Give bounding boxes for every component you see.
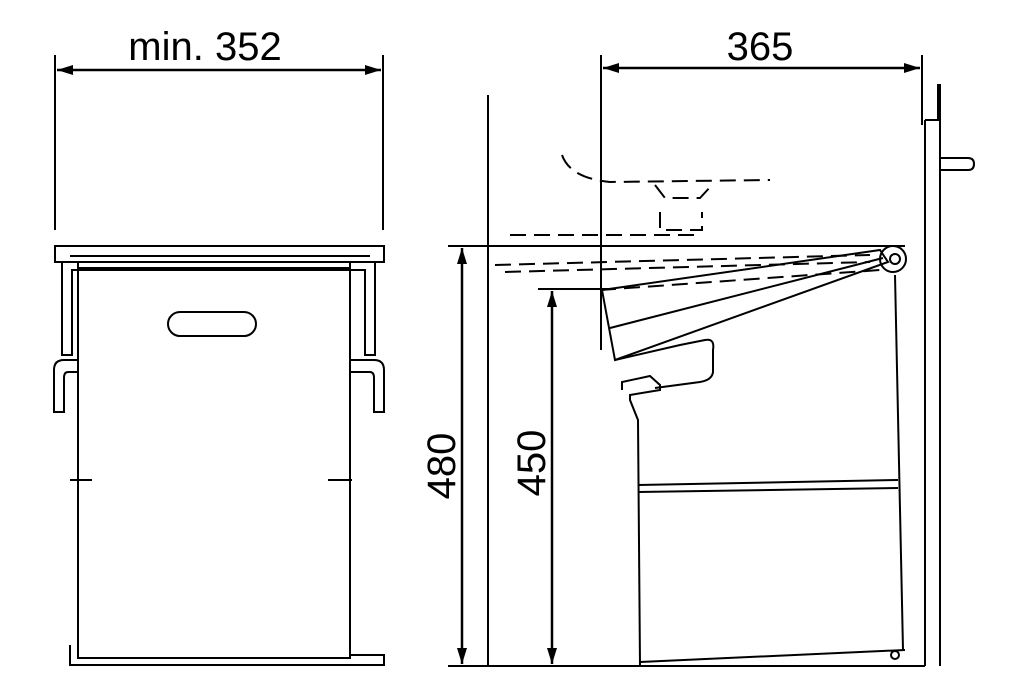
sink-trap — [659, 212, 703, 231]
lid-open-dashed-1 — [494, 254, 871, 266]
height-450-dimension — [538, 288, 610, 664]
bin-body-back — [894, 274, 904, 651]
bin-body-front — [621, 374, 661, 667]
side-depth-dimension — [600, 55, 923, 350]
bin-divider-1 — [637, 479, 899, 486]
label-side-depth: 365 — [727, 25, 794, 69]
lid-hinge-pin — [889, 253, 901, 265]
front-bracket-right — [350, 262, 376, 356]
sink-outline — [494, 154, 881, 291]
label-height-480: 480 — [420, 433, 464, 500]
front-view — [53, 55, 385, 666]
height-480-dimension — [448, 245, 905, 664]
side-view — [448, 55, 976, 667]
lid-open-dashed-2 — [504, 261, 871, 273]
lid-hinge — [879, 245, 907, 273]
bin-bottom — [639, 649, 906, 663]
front-bracket-left — [61, 262, 78, 356]
sink-drain — [654, 184, 713, 199]
sink-basin — [561, 154, 771, 184]
lid-inner-line — [609, 257, 884, 329]
front-handle-slot — [167, 311, 257, 337]
front-width-dimension — [54, 55, 384, 230]
front-top-rim — [54, 245, 385, 263]
lid-handle — [614, 338, 715, 389]
cabinet-door — [925, 84, 941, 666]
front-rim-lip — [77, 261, 351, 271]
bin-lid — [600, 248, 890, 362]
label-front-width: min. 352 — [128, 25, 281, 69]
label-height-450: 450 — [510, 430, 554, 497]
bin-divider-2 — [637, 487, 899, 493]
front-hook-right — [349, 359, 385, 413]
front-hook-left — [53, 359, 79, 413]
front-bin-body — [77, 267, 351, 659]
bin-wheel — [890, 650, 900, 660]
front-base — [69, 645, 385, 666]
door-handle — [940, 157, 976, 171]
